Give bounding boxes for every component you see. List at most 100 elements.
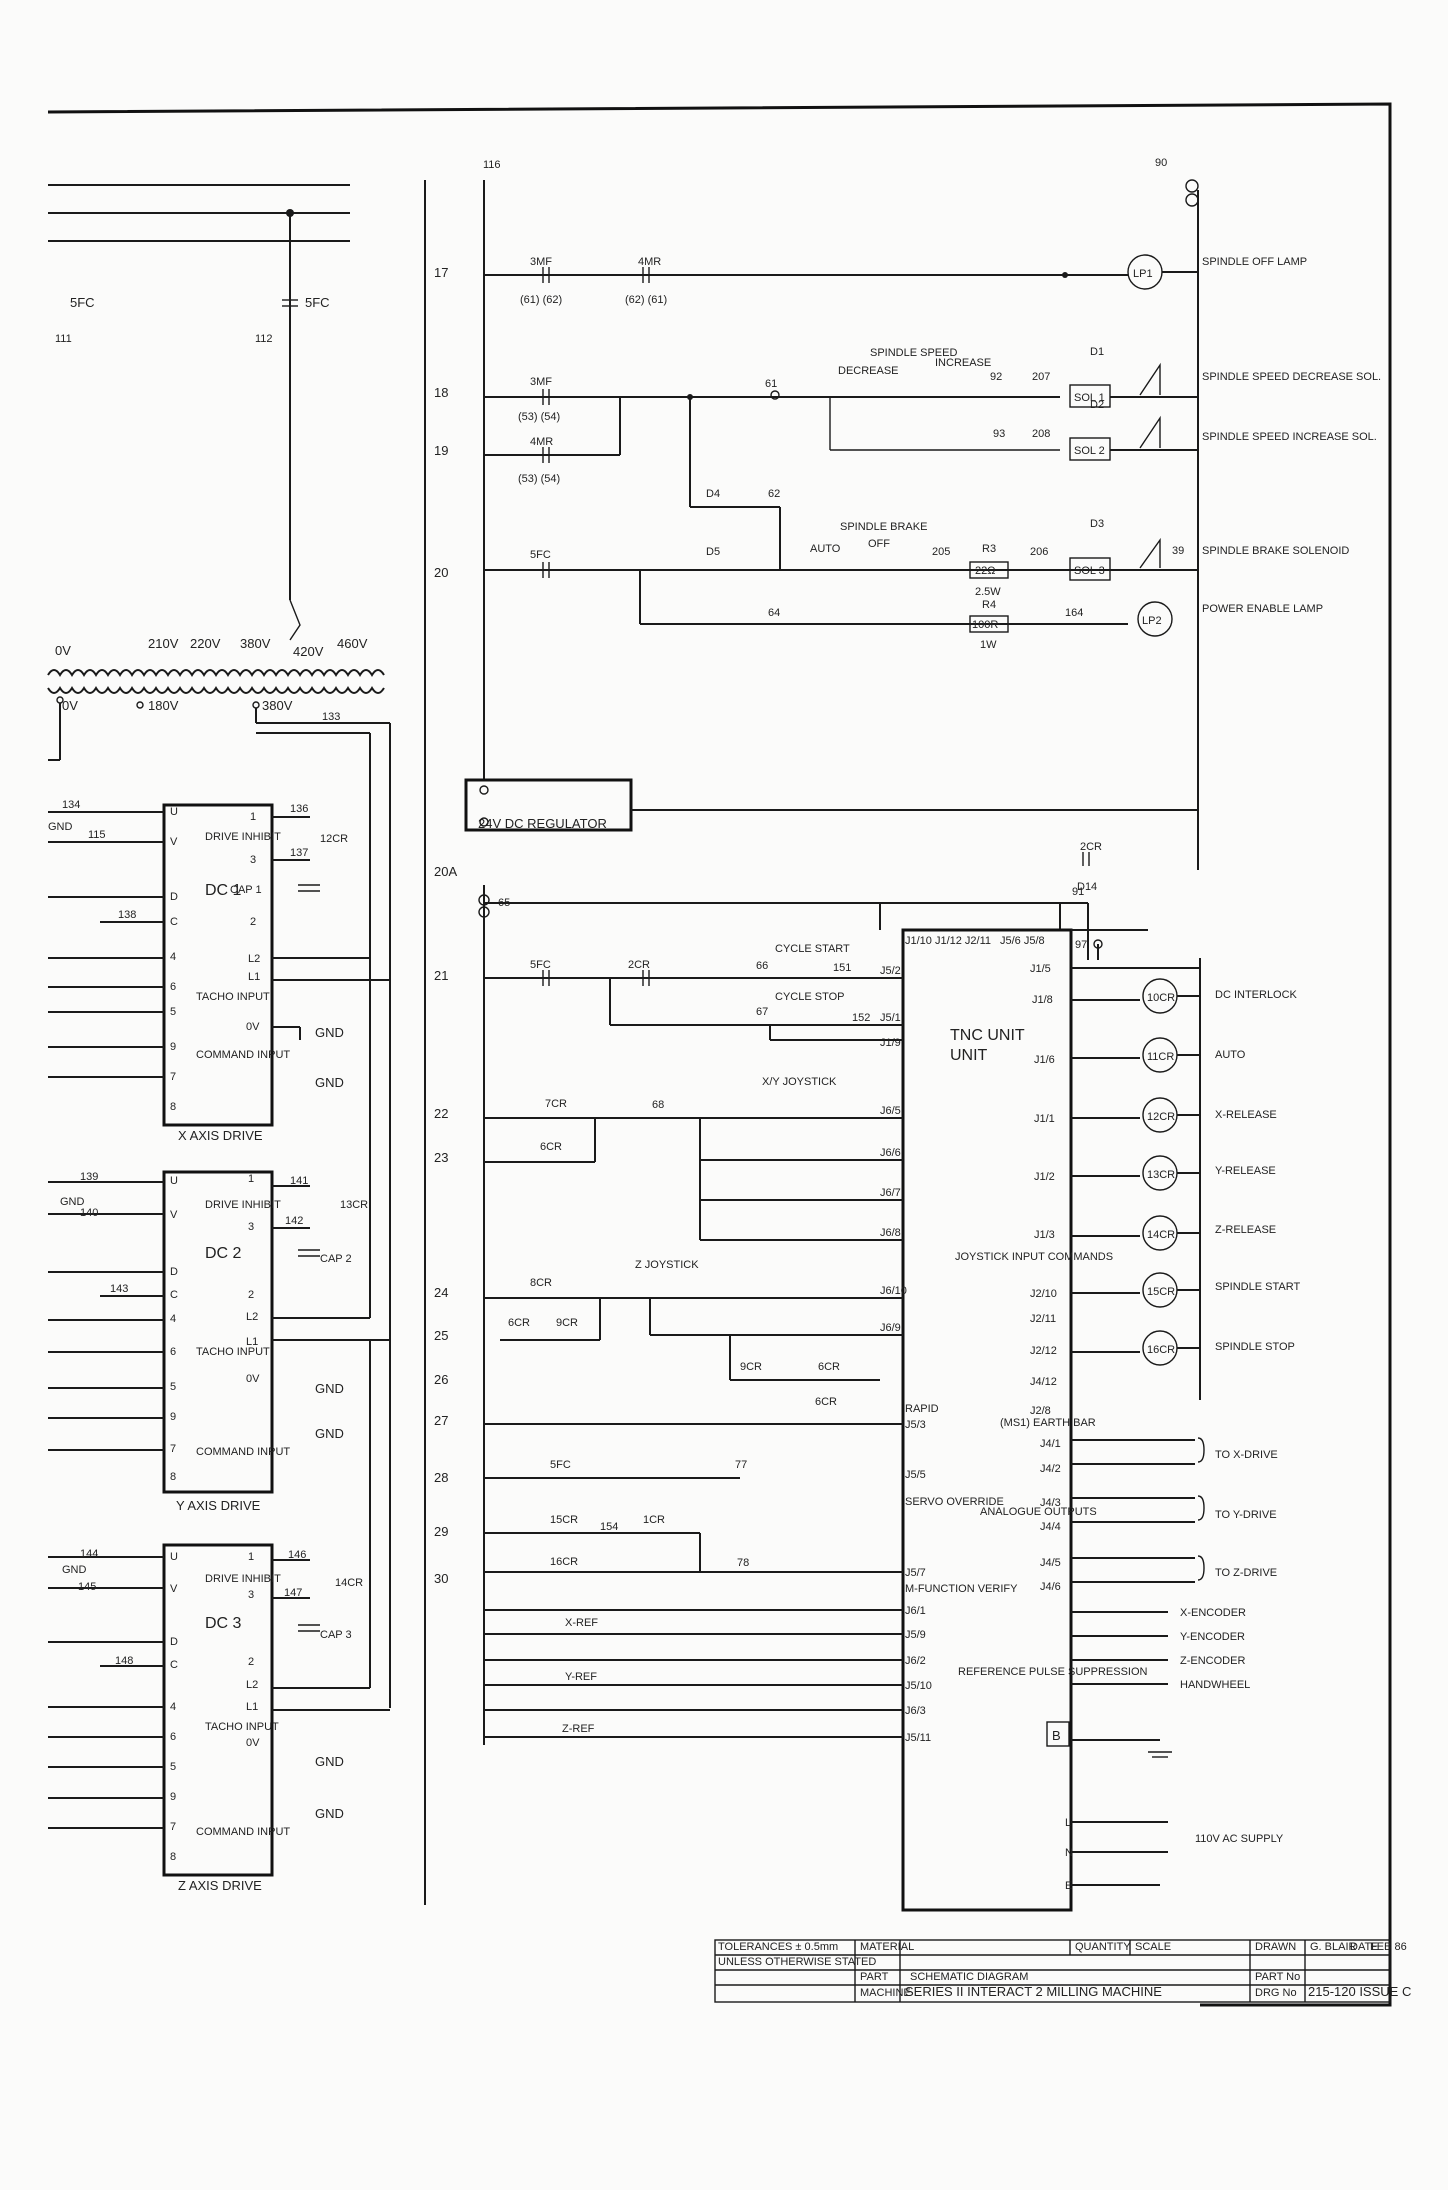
svg-text:G. BLAIR: G. BLAIR xyxy=(1310,1941,1357,1953)
svg-text:LP1: LP1 xyxy=(1133,268,1153,280)
svg-text:J1/3: J1/3 xyxy=(1034,1229,1055,1241)
z-ref-label: Z-REF xyxy=(562,1723,595,1735)
svg-text:64: 64 xyxy=(768,607,780,619)
svg-text:DRAWN: DRAWN xyxy=(1255,1941,1296,1953)
z-encoder-label: Z-ENCODER xyxy=(1180,1655,1245,1667)
svg-text:3: 3 xyxy=(250,854,256,866)
tnc-title: TNC UNIT xyxy=(950,1027,1025,1044)
svg-text:DRIVE INHIBIT: DRIVE INHIBIT xyxy=(205,1199,281,1211)
svg-text:4: 4 xyxy=(170,1313,176,1325)
svg-text:GND: GND xyxy=(315,1075,344,1090)
svg-text:GND: GND xyxy=(315,1381,344,1396)
svg-text:6: 6 xyxy=(170,1731,176,1743)
svg-text:68: 68 xyxy=(652,1099,664,1111)
svg-text:22Ω: 22Ω xyxy=(975,565,995,577)
svg-text:14CR: 14CR xyxy=(335,1577,363,1589)
y-encoder-label: Y-ENCODER xyxy=(1180,1631,1245,1643)
top-rungs: 3MF 4MR (61) (62)(62) (61) LP1 SPINDLE O… xyxy=(484,254,1381,651)
svg-text:93: 93 xyxy=(993,428,1005,440)
svg-text:J5/6 J5/8: J5/6 J5/8 xyxy=(1000,935,1045,947)
svg-text:D5: D5 xyxy=(706,546,720,558)
dc1-drive: DRIVE INHIBIT DC 1 TACHO INPUT COMMAND I… xyxy=(162,803,290,1143)
encoder-inputs: X-ENCODER Y-ENCODER Z-ENCODER HANDWHEEL xyxy=(1071,1607,1250,1758)
svg-text:DECREASE: DECREASE xyxy=(838,365,899,377)
spindle-stop-label: SPINDLE STOP xyxy=(1215,1341,1295,1353)
svg-text:142: 142 xyxy=(285,1215,303,1227)
rung-24: 24 xyxy=(434,1285,448,1300)
svg-text:11CR: 11CR xyxy=(1147,1051,1174,1063)
svg-text:1CR: 1CR xyxy=(643,1514,665,1526)
svg-text:7: 7 xyxy=(170,1821,176,1833)
svg-text:R3: R3 xyxy=(982,543,996,555)
servo-override-label: SERVO OVERRIDE xyxy=(905,1496,1004,1508)
svg-text:206: 206 xyxy=(1030,546,1048,558)
svg-text:D: D xyxy=(170,891,178,903)
tnc-unit: TNC UNIT UNIT B J1/10 J1/12 J2/11 J5/6 J… xyxy=(901,928,1073,1912)
svg-text:D: D xyxy=(170,1636,178,1648)
svg-text:0V: 0V xyxy=(246,1737,260,1749)
svg-text:39: 39 xyxy=(1172,545,1184,557)
rung-22: 22 xyxy=(434,1106,448,1121)
to-x-drive-label: TO X-DRIVE xyxy=(1215,1449,1278,1461)
dc-interlock-label: DC INTERLOCK xyxy=(1215,989,1298,1001)
sheet-border xyxy=(47,102,1392,2007)
svg-text:2CR: 2CR xyxy=(1080,841,1102,853)
svg-text:1: 1 xyxy=(248,1551,254,1563)
svg-text:3MF: 3MF xyxy=(530,256,552,268)
svg-text:5: 5 xyxy=(170,1381,176,1393)
svg-text:CAP 1: CAP 1 xyxy=(230,884,262,896)
svg-text:J2/12: J2/12 xyxy=(1030,1345,1057,1357)
svg-text:(62) (61): (62) (61) xyxy=(625,294,667,306)
svg-text:0V: 0V xyxy=(246,1373,260,1385)
svg-text:15CR: 15CR xyxy=(550,1514,578,1526)
svg-text:J1/2: J1/2 xyxy=(1034,1171,1055,1183)
svg-text:J6/9: J6/9 xyxy=(880,1322,901,1334)
svg-text:5FC: 5FC xyxy=(70,295,95,310)
svg-text:9: 9 xyxy=(170,1791,176,1803)
tap-220v: 220V xyxy=(190,636,221,651)
cycle-stop-label: CYCLE STOP xyxy=(775,991,845,1003)
svg-text:6CR: 6CR xyxy=(818,1361,840,1373)
tap-0v: 0V xyxy=(55,643,71,658)
drawing-number: 215-120 ISSUE C xyxy=(1308,1984,1411,1999)
svg-text:TACHO INPUT: TACHO INPUT xyxy=(205,1721,279,1733)
command-input-label: COMMAND INPUT xyxy=(196,1049,290,1061)
svg-text:D4: D4 xyxy=(706,488,720,500)
rung-23: 23 xyxy=(434,1150,448,1165)
svg-text:140: 140 xyxy=(80,1207,98,1219)
y-release-label: Y-RELEASE xyxy=(1215,1165,1276,1177)
svg-text:134: 134 xyxy=(62,799,80,811)
svg-text:CAP 3: CAP 3 xyxy=(320,1629,352,1641)
supply: L N E 110V AC SUPPLY xyxy=(1065,1817,1284,1892)
svg-text:1: 1 xyxy=(248,1173,254,1185)
svg-text:L2: L2 xyxy=(246,1311,258,1323)
svg-text:J1/8: J1/8 xyxy=(1032,994,1053,1006)
rung-19: 19 xyxy=(434,443,448,458)
svg-text:SPINDLE SPEED: SPINDLE SPEED xyxy=(870,347,957,359)
svg-text:LP2: LP2 xyxy=(1142,615,1162,627)
sfc-contact-label: 5FC xyxy=(305,295,330,310)
svg-text:PART: PART xyxy=(860,1971,889,1983)
svg-text:J5/7: J5/7 xyxy=(905,1567,926,1579)
tap-b-0v: 0V xyxy=(62,698,78,713)
rail-65: 65 xyxy=(478,894,1061,930)
svg-text:6CR: 6CR xyxy=(508,1317,530,1329)
svg-text:3: 3 xyxy=(248,1221,254,1233)
svg-text:GND: GND xyxy=(60,1196,85,1208)
rung-30: 30 xyxy=(434,1571,448,1586)
svg-text:GND: GND xyxy=(48,821,73,833)
svg-text:100R: 100R xyxy=(972,619,998,631)
to-y-drive-label: TO Y-DRIVE xyxy=(1215,1509,1277,1521)
svg-text:111: 111 xyxy=(55,333,72,345)
svg-text:112: 112 xyxy=(255,333,273,345)
svg-text:L2: L2 xyxy=(248,953,260,965)
rung-20a: 20A xyxy=(434,864,457,879)
svg-text:(53) (54): (53) (54) xyxy=(518,411,560,423)
svg-text:INCREASE: INCREASE xyxy=(935,357,991,369)
xy-joystick-label: X/Y JOYSTICK xyxy=(762,1076,837,1088)
svg-text:J4/12: J4/12 xyxy=(1030,1376,1057,1388)
x-encoder-label: X-ENCODER xyxy=(1180,1607,1246,1619)
dc-regulator: 24V DC REGULATOR xyxy=(464,778,1198,832)
r3-resistor xyxy=(969,561,1009,579)
